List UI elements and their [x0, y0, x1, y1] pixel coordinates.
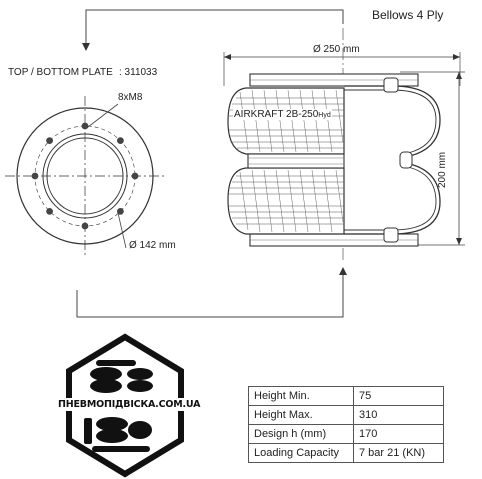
specs-table: Height Min. 75 Height Max. 310 Design h …: [248, 386, 444, 463]
diameter-label: Ø 250 mm: [313, 44, 360, 55]
bottom-connector-arrow: [76, 267, 347, 318]
plate-code: : 311033: [119, 67, 158, 78]
bolt-circle-label: Ø 142 mm: [128, 240, 177, 251]
brand-suffix: Hyd: [318, 112, 331, 119]
spec-label: Height Min.: [248, 386, 354, 406]
spec-value: 75: [353, 386, 444, 406]
bellows-ply-label: Bellows 4 Ply: [372, 8, 444, 22]
bolts-label: 8xM8: [118, 92, 143, 103]
spec-value: 7 bar 21 (KN): [353, 443, 444, 463]
logo-text: ПНЕВМОПІДВІСКА.COM.UA: [58, 398, 201, 411]
spec-label: Design h (mm): [248, 424, 354, 444]
table-row: Height Min. 75: [248, 386, 444, 406]
top-connector-arrow: [82, 9, 344, 51]
table-row: Height Max. 310: [248, 405, 444, 425]
spec-label: Height Max.: [248, 405, 354, 425]
bolt-leader-line: [87, 103, 119, 128]
bolt-holes: [31, 122, 139, 230]
spec-value: 310: [353, 405, 444, 425]
height-label: 200 mm: [437, 151, 448, 188]
bellows-side-view: [223, 28, 465, 262]
bolt-circle-leader-line: [117, 212, 127, 249]
spec-value: 170: [353, 424, 444, 444]
table-row: Loading Capacity 7 bar 21 (KN): [248, 443, 444, 463]
table-row: Design h (mm) 170: [248, 424, 444, 444]
spec-label: Loading Capacity: [248, 443, 354, 463]
plate-label: TOP / BOTTOM PLATE: [8, 67, 113, 78]
brand-text: AIRKRAFT 2B-250: [234, 109, 319, 120]
brand-marking: AIRKRAFT 2B-250Hyd: [233, 109, 332, 120]
plate-top-view: [5, 96, 165, 256]
